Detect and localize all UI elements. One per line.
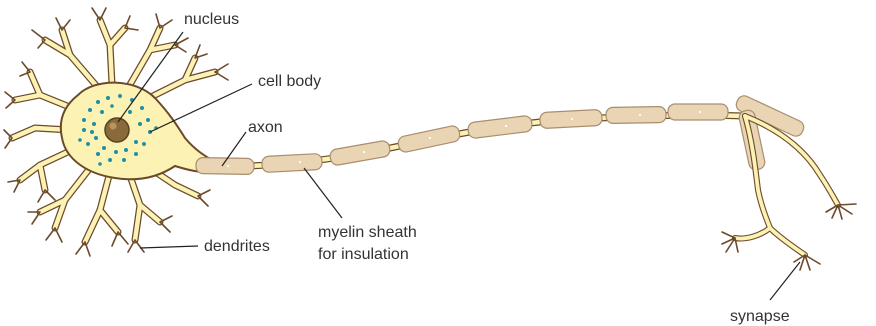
myelin-sheath [196,94,806,175]
label-cell-body: cell body [258,73,321,90]
label-myelin-line2: for insulation [318,246,409,263]
synapse-leader [770,262,800,300]
label-nucleus: nucleus [184,11,239,28]
label-axon: axon [248,119,283,136]
dendrites-leader [140,246,198,248]
label-myelin-line1: myelin sheath [318,224,417,241]
label-synapse: synapse [730,308,790,325]
myelin-leader [304,168,342,218]
nucleus-highlight [110,123,117,130]
label-dendrites: dendrites [204,238,270,255]
nucleus-shape [105,118,129,142]
axon-terminals [722,116,856,270]
